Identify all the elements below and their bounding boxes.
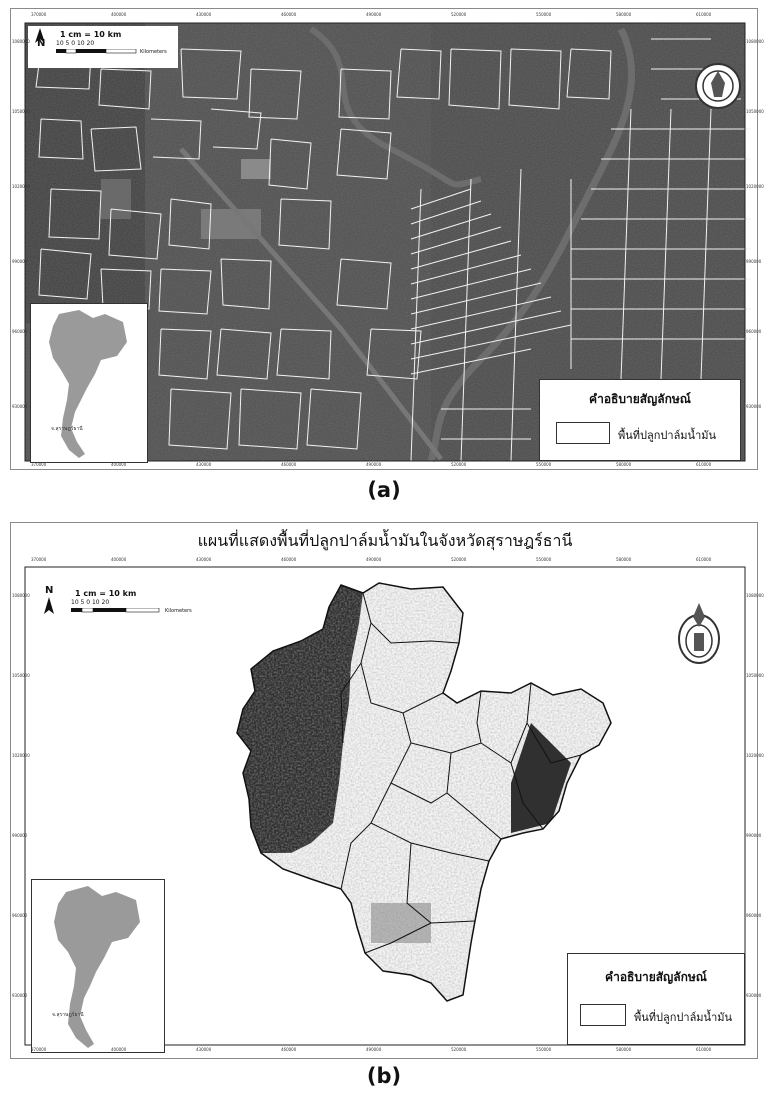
map-panel-a: N 1 cm = 10 km 10 5 0 10 20 Kilometers จ… — [10, 8, 764, 470]
panel-a-caption: (a) — [367, 478, 401, 502]
y-tick: 1080000 — [746, 593, 764, 598]
x-tick: 430000 — [196, 462, 212, 467]
y-tick: 960000 — [746, 329, 762, 334]
y-tick: 930000 — [746, 404, 762, 409]
panel-b-caption: (b) — [366, 1064, 402, 1088]
thailand-inset-map: จ.สุราษฎร์ธานี — [31, 879, 165, 1053]
y-tick: 960000 — [746, 913, 762, 918]
legend-swatch — [580, 1004, 626, 1026]
map-legend: คำอธิบายสัญลักษณ์ พื้นที่ปลูกปาล์มน้ำมัน — [567, 953, 745, 1045]
north-arrow-icon — [44, 597, 54, 614]
north-arrow-label: N — [37, 38, 46, 49]
y-tick: 1020000 — [12, 753, 30, 758]
x-tick: 490000 — [366, 462, 382, 467]
map-panel-b: แผนที่แสดงพื้นที่ปลูกปาล์มน้ำมันในจังหวั… — [10, 522, 764, 1059]
inset-label: จ.สุราษฎร์ธานี — [51, 426, 83, 432]
scale-unit: Kilometers — [140, 49, 167, 55]
x-tick: 370000 — [31, 557, 47, 562]
scale-bar-graphic — [56, 49, 137, 54]
legend-title: คำอธิบายสัญลักษณ์ — [605, 970, 707, 984]
inset-label: จ.สุราษฎร์ธานี — [52, 1012, 84, 1018]
x-tick: 520000 — [451, 12, 467, 17]
scale-bar: N 1 cm = 10 km 10 5 0 10 20 Kilometers — [39, 585, 209, 625]
x-tick: 460000 — [281, 1047, 297, 1052]
y-tick: 1050000 — [746, 109, 764, 114]
x-tick: 460000 — [281, 12, 297, 17]
scale-ticks: 10 5 0 10 20 — [56, 40, 95, 47]
x-tick: 370000 — [31, 462, 47, 467]
x-tick: 460000 — [281, 462, 297, 467]
x-tick: 580000 — [616, 1047, 632, 1052]
x-tick: 550000 — [536, 1047, 552, 1052]
y-tick: 960000 — [12, 329, 28, 334]
thailand-inset-map: จ.สุราษฎร์ธานี — [30, 303, 148, 463]
scale-unit: Kilometers — [165, 608, 192, 614]
x-tick: 520000 — [451, 557, 467, 562]
legend-title: คำอธิบายสัญลักษณ์ — [589, 392, 691, 406]
x-tick: 520000 — [451, 1047, 467, 1052]
x-tick: 370000 — [31, 1047, 47, 1052]
legend-item-label: พื้นที่ปลูกปาล์มน้ำมัน — [618, 429, 717, 442]
y-tick: 1080000 — [746, 39, 764, 44]
x-tick: 490000 — [366, 12, 382, 17]
x-tick: 580000 — [616, 557, 632, 562]
y-tick: 930000 — [12, 993, 28, 998]
y-tick: 1020000 — [746, 753, 764, 758]
scale-bar-graphic — [71, 608, 160, 613]
x-tick: 400000 — [111, 1047, 127, 1052]
x-tick: 430000 — [196, 1047, 212, 1052]
y-tick: 990000 — [746, 259, 762, 264]
y-tick: 1020000 — [12, 184, 30, 189]
y-tick: 990000 — [12, 833, 28, 838]
x-tick: 430000 — [196, 557, 212, 562]
y-tick: 930000 — [12, 404, 28, 409]
y-tick: 990000 — [746, 833, 762, 838]
scale-ticks: 10 5 0 10 20 — [71, 599, 110, 606]
legend-swatch — [556, 422, 610, 444]
x-tick: 550000 — [536, 557, 552, 562]
x-tick: 520000 — [451, 462, 467, 467]
thailand-shape-icon — [54, 886, 140, 1048]
x-tick: 400000 — [111, 462, 127, 467]
y-tick: 960000 — [12, 913, 28, 918]
x-tick: 580000 — [616, 12, 632, 17]
x-tick: 400000 — [111, 557, 127, 562]
y-tick: 1050000 — [12, 673, 30, 678]
x-tick: 610000 — [696, 1047, 712, 1052]
x-tick: 580000 — [616, 462, 632, 467]
x-tick: 370000 — [31, 12, 47, 17]
north-arrow-icon — [35, 28, 45, 43]
y-tick: 990000 — [12, 259, 28, 264]
thailand-shape-icon — [49, 310, 127, 458]
x-tick: 460000 — [281, 557, 297, 562]
y-tick: 1020000 — [746, 184, 764, 189]
north-arrow-label: N — [45, 585, 54, 596]
scale-text: 1 cm = 10 km — [75, 589, 137, 598]
map-legend: คำอธิบายสัญลักษณ์ พื้นที่ปลูกปาล์มน้ำมัน — [539, 379, 741, 461]
x-tick: 610000 — [696, 12, 712, 17]
x-tick: 550000 — [536, 462, 552, 467]
x-tick: 490000 — [366, 1047, 382, 1052]
scale-text: 1 cm = 10 km — [60, 30, 122, 39]
y-tick: 930000 — [746, 993, 762, 998]
x-tick: 550000 — [536, 12, 552, 17]
y-tick: 1080000 — [12, 593, 30, 598]
university-seal-icon — [678, 603, 720, 664]
legend-item-label: พื้นที่ปลูกปาล์มน้ำมัน — [634, 1011, 733, 1024]
province-map-b — [24, 566, 746, 1046]
x-tick: 430000 — [196, 12, 212, 17]
x-tick: 400000 — [111, 12, 127, 17]
map-title: แผนที่แสดงพื้นที่ปลูกปาล์มน้ำมันในจังหวั… — [197, 531, 573, 550]
y-tick: 1080000 — [12, 39, 30, 44]
university-seal-icon — [695, 63, 741, 109]
y-tick: 1050000 — [12, 109, 30, 114]
x-tick: 490000 — [366, 557, 382, 562]
scale-bar: N 1 cm = 10 km 10 5 0 10 20 Kilometers — [28, 26, 178, 68]
x-tick: 610000 — [696, 462, 712, 467]
x-tick: 610000 — [696, 557, 712, 562]
y-tick: 1050000 — [746, 673, 764, 678]
